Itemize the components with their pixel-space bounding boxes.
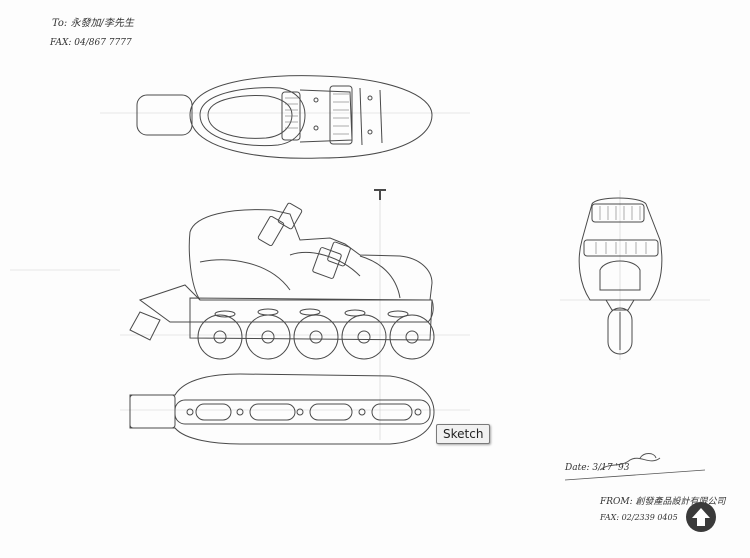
recipient-line: To: 永發加/李先生	[52, 18, 134, 29]
side-view	[129, 189, 435, 360]
sketch-tooltip: Sketch	[436, 424, 491, 444]
arrow-up-icon	[692, 508, 710, 526]
rear-view	[578, 197, 663, 355]
recipient-fax: FAX: 04/867 7777	[50, 38, 132, 48]
date-signature: Date: 3/17 '93	[565, 463, 630, 473]
bottom-view	[129, 373, 435, 445]
top-view	[136, 75, 433, 159]
sender-line: FROM: 創發產品設計有限公司	[600, 497, 726, 507]
sender-fax: FAX: 02/2339 0405	[600, 513, 678, 522]
scroll-to-top-button[interactable]	[686, 502, 716, 532]
